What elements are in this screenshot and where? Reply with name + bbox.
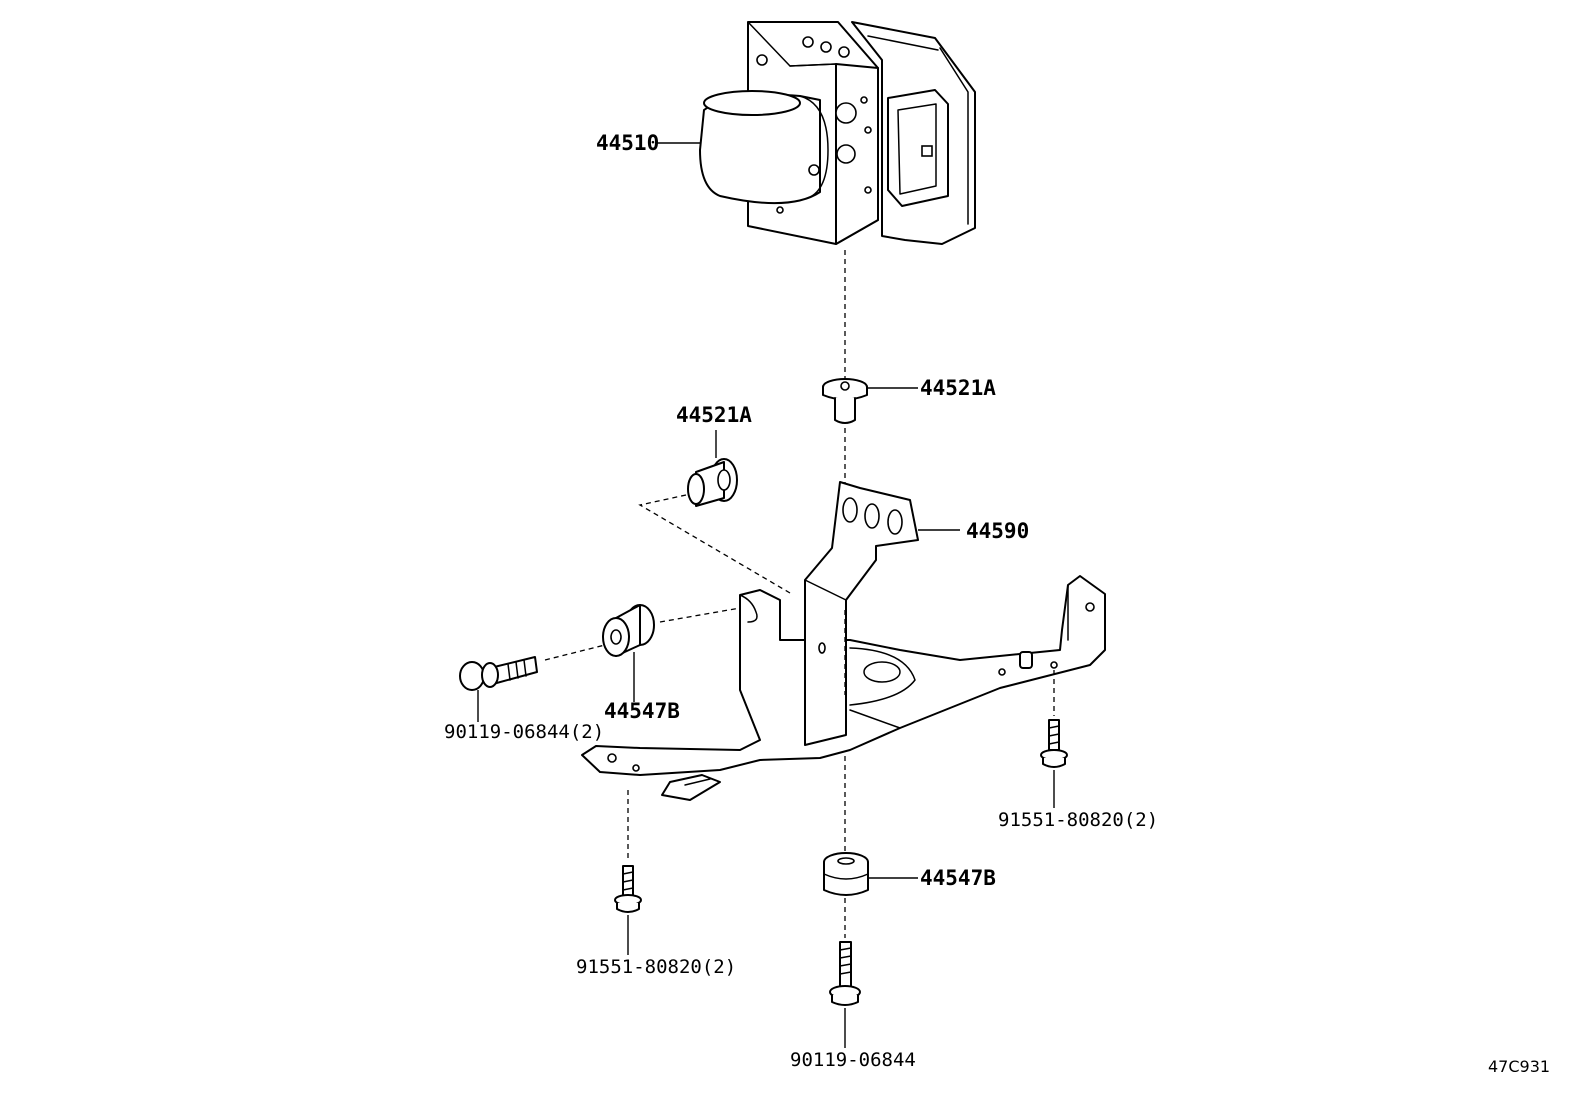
part-label-91551-80820-2-bottom-left[interactable]: 91551-80820(2) — [576, 956, 736, 978]
bracket-44590[interactable]: 44590 — [581, 481, 1106, 801]
bolt-90119-06844-left[interactable]: 90119-06844(2) — [444, 656, 604, 743]
part-label-90119-06844-2-left[interactable]: 90119-06844(2) — [444, 721, 604, 743]
part-label-44510[interactable]: 44510 — [596, 131, 659, 155]
cushion-44547b-bottom[interactable]: 44547B — [823, 852, 996, 896]
bolt-91551-80820-right[interactable]: 91551-80820(2) — [998, 719, 1158, 831]
part-label-90119-06844-bottom[interactable]: 90119-06844 — [790, 1049, 916, 1071]
bolt-91551-80820-bottom-left[interactable]: 91551-80820(2) — [576, 865, 736, 978]
part-label-44547b-left[interactable]: 44547B — [604, 699, 680, 723]
part-label-44590[interactable]: 44590 — [966, 519, 1029, 543]
part-label-44547b-bottom[interactable]: 44547B — [920, 866, 996, 890]
abs-actuator-assembly[interactable]: 44510 — [596, 21, 976, 245]
bushing-44521a-left[interactable]: 44521A — [676, 403, 752, 507]
bolt-90119-06844-bottom[interactable]: 90119-06844 — [790, 941, 916, 1071]
bushing-44521a-top[interactable]: 44521A — [822, 376, 996, 424]
cushion-44547b-left[interactable]: 44547B — [602, 604, 680, 723]
part-label-91551-80820-2-right[interactable]: 91551-80820(2) — [998, 809, 1158, 831]
diagram-reference-code: 47C931 — [1488, 1057, 1550, 1076]
part-label-44521a-top[interactable]: 44521A — [920, 376, 996, 400]
part-label-44521a-left[interactable]: 44521A — [676, 403, 752, 427]
